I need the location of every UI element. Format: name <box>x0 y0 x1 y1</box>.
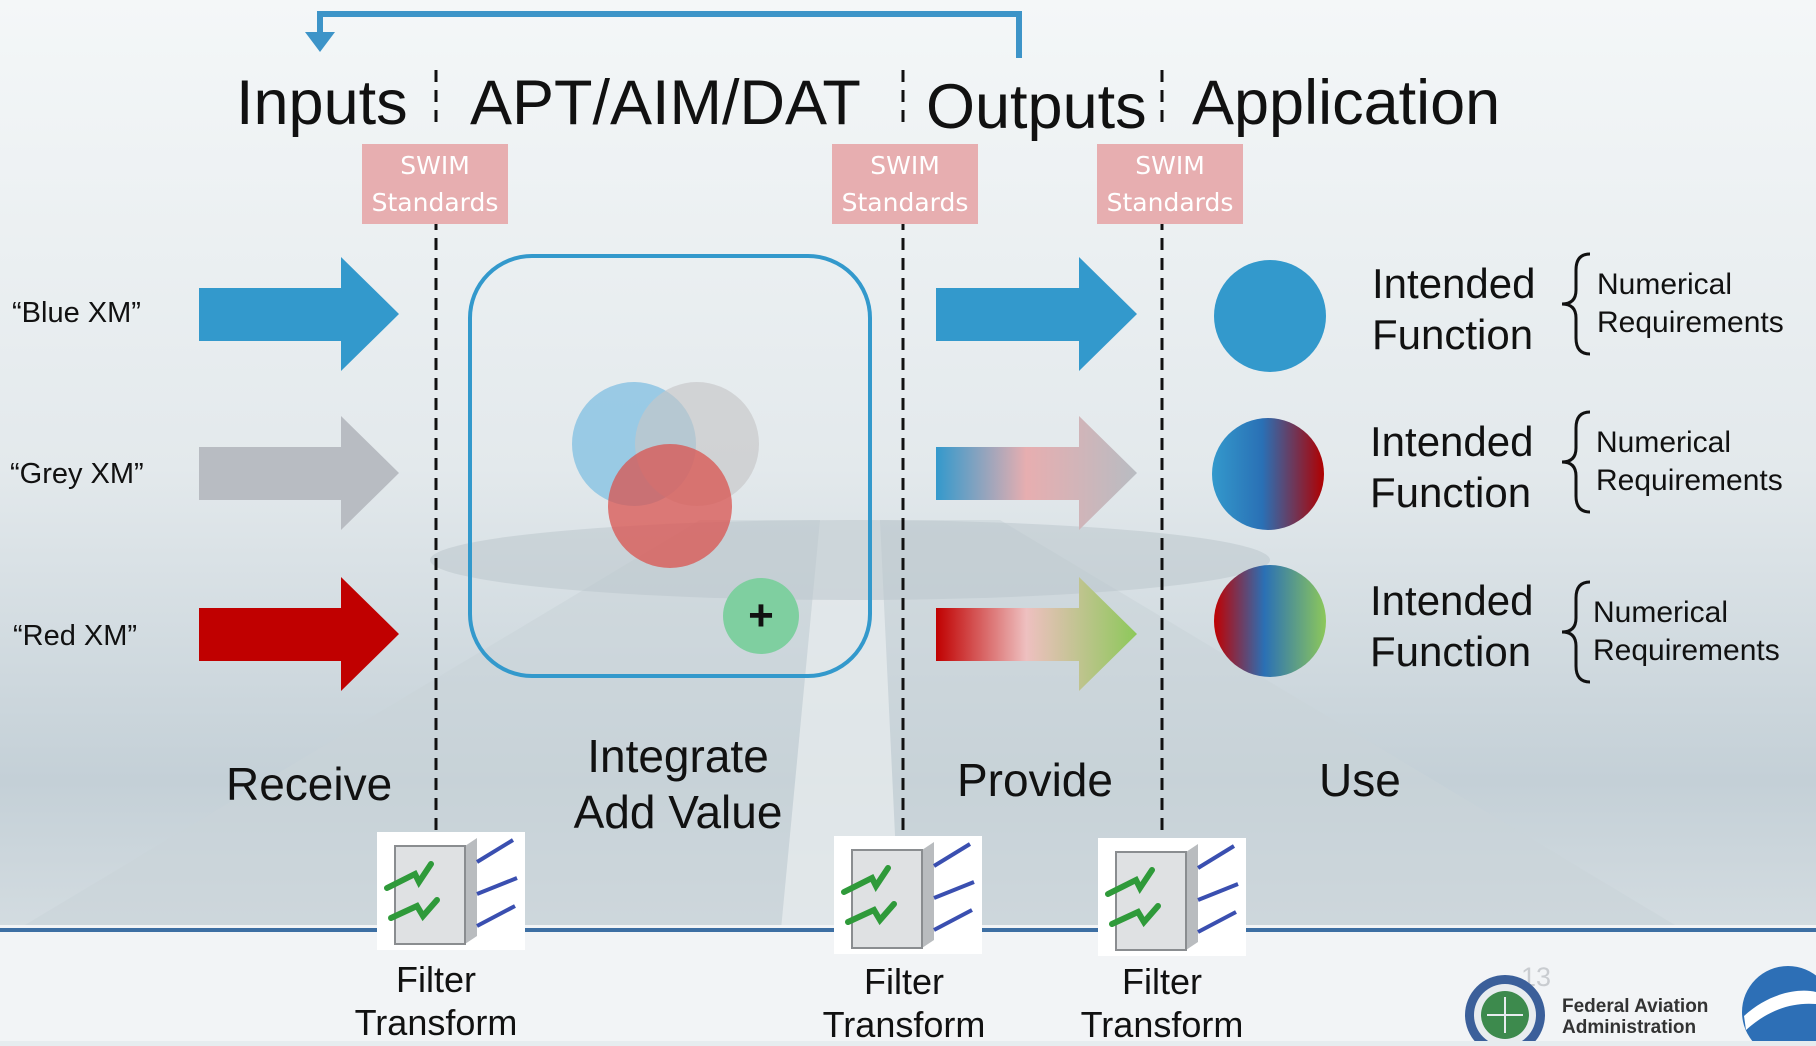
stage-add-value-line: Add Value <box>573 786 783 838</box>
integration-box <box>468 254 872 678</box>
swim-line1: SWIM <box>870 151 940 180</box>
numerical-requirements-label: Numerical Requirements <box>1593 594 1780 670</box>
swim-line2: Standards <box>1106 188 1234 217</box>
intended-line: Intended <box>1372 260 1536 307</box>
requirements-line: Requirements <box>1596 464 1783 497</box>
filter-icon <box>834 836 982 954</box>
transform-line: Transform <box>354 1002 518 1043</box>
intended-function-label: Intended Function <box>1372 258 1536 360</box>
plus-icon: + <box>748 591 774 640</box>
venn-circle-red <box>608 444 732 568</box>
stage-use: Use <box>1319 754 1401 806</box>
input-label-blue: “Blue XM” <box>12 297 141 329</box>
filter-line: Filter <box>396 959 476 1000</box>
header-outputs: Outputs <box>926 72 1147 142</box>
faa-seal-logo <box>1465 975 1545 1041</box>
numerical-requirements-label: Numerical Requirements <box>1596 424 1783 500</box>
requirements-line: Requirements <box>1593 634 1780 667</box>
header-inputs: Inputs <box>236 68 408 138</box>
swim-standards-badge: SWIM Standards <box>1097 144 1243 224</box>
intended-line: Intended <box>1370 418 1534 465</box>
brace-3 <box>1561 580 1591 684</box>
input-arrow-blue <box>199 257 399 371</box>
filter-transform-label: Filter Transform <box>805 960 1003 1046</box>
input-label-red: “Red XM” <box>13 620 138 652</box>
swim-line1: SWIM <box>400 151 470 180</box>
filter-transform-label: Filter Transform <box>1063 960 1261 1046</box>
numerical-line: Numerical <box>1597 268 1733 301</box>
filter-line: Filter <box>864 961 944 1002</box>
intended-function-label: Intended Function <box>1370 416 1534 518</box>
application-circle-red-blue-green <box>1214 565 1326 677</box>
requirements-line: Requirements <box>1597 306 1784 339</box>
agency-line1: Federal Aviation <box>1562 996 1709 1017</box>
intended-function-label: Intended Function <box>1370 575 1534 677</box>
numerical-line: Numerical <box>1596 426 1732 459</box>
stage-integrate-line: Integrate <box>587 730 769 782</box>
filter-icon <box>1098 838 1246 956</box>
transform-line: Transform <box>1080 1004 1244 1045</box>
header-application: Application <box>1192 68 1501 138</box>
intended-line: Intended <box>1370 577 1534 624</box>
application-circle-blue-red <box>1212 418 1324 530</box>
input-arrow-red <box>199 577 399 691</box>
function-line: Function <box>1372 311 1534 358</box>
function-line: Function <box>1370 628 1532 675</box>
output-arrow-blue <box>936 257 1137 371</box>
input-label-grey: “Grey XM” <box>10 458 144 490</box>
dot-logo <box>1742 966 1816 1041</box>
swim-standards-badge: SWIM Standards <box>362 144 508 224</box>
faa-agency-name: Federal Aviation Administration <box>1562 996 1708 1038</box>
output-arrow-blue-grey <box>936 416 1137 530</box>
swim-line2: Standards <box>371 188 499 217</box>
numerical-line: Numerical <box>1593 596 1729 629</box>
brace-1 <box>1561 252 1591 356</box>
add-value-circle <box>723 578 799 654</box>
agency-line2: Administration <box>1562 1017 1697 1038</box>
swim-line2: Standards <box>841 188 969 217</box>
filter-line: Filter <box>1122 961 1202 1002</box>
stage-provide: Provide <box>957 754 1113 806</box>
swim-standards-badge: SWIM Standards <box>832 144 978 224</box>
input-arrow-grey <box>199 416 399 530</box>
filter-transform-label: Filter Transform <box>337 958 535 1044</box>
filter-icon <box>377 832 525 950</box>
swim-line1: SWIM <box>1135 151 1205 180</box>
application-circle-blue <box>1214 260 1326 372</box>
header-apt-aim-dat: APT/AIM/DAT <box>470 68 861 138</box>
stage-receive: Receive <box>226 758 393 810</box>
stage-integrate: Integrate Add Value <box>550 728 806 840</box>
feedback-loop-arrow <box>305 11 1022 58</box>
function-line: Function <box>1370 469 1532 516</box>
brace-2 <box>1561 410 1591 514</box>
transform-line: Transform <box>822 1004 986 1045</box>
numerical-requirements-label: Numerical Requirements <box>1597 266 1784 342</box>
output-arrow-red-green <box>936 577 1137 691</box>
